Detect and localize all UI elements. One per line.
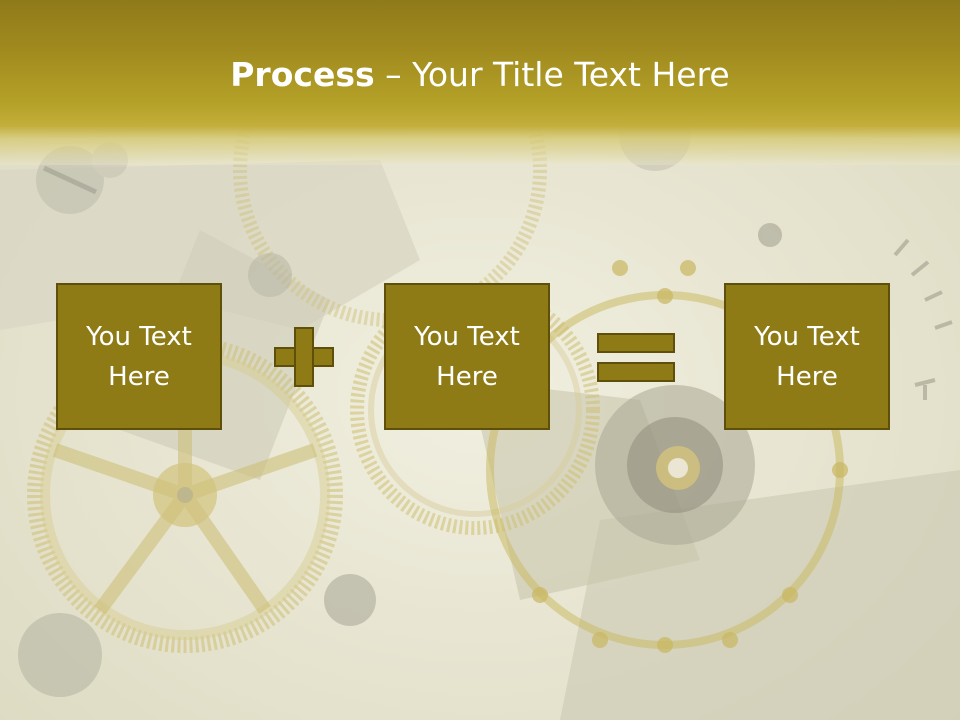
title-band — [0, 0, 960, 165]
title-bold-word: Process — [230, 55, 375, 94]
process-box-2[interactable]: You Text Here — [384, 283, 550, 430]
process-box-3[interactable]: You Text Here — [724, 283, 890, 430]
process-box-2-text: You Text Here — [414, 321, 520, 392]
title-rest: – Your Title Text Here — [374, 55, 730, 94]
process-box-1[interactable]: You Text Here — [56, 283, 222, 430]
process-box-3-text: You Text Here — [754, 321, 860, 392]
slide-title: Process – Your Title Text Here — [0, 48, 960, 102]
process-box-1-text: You Text Here — [86, 321, 192, 392]
